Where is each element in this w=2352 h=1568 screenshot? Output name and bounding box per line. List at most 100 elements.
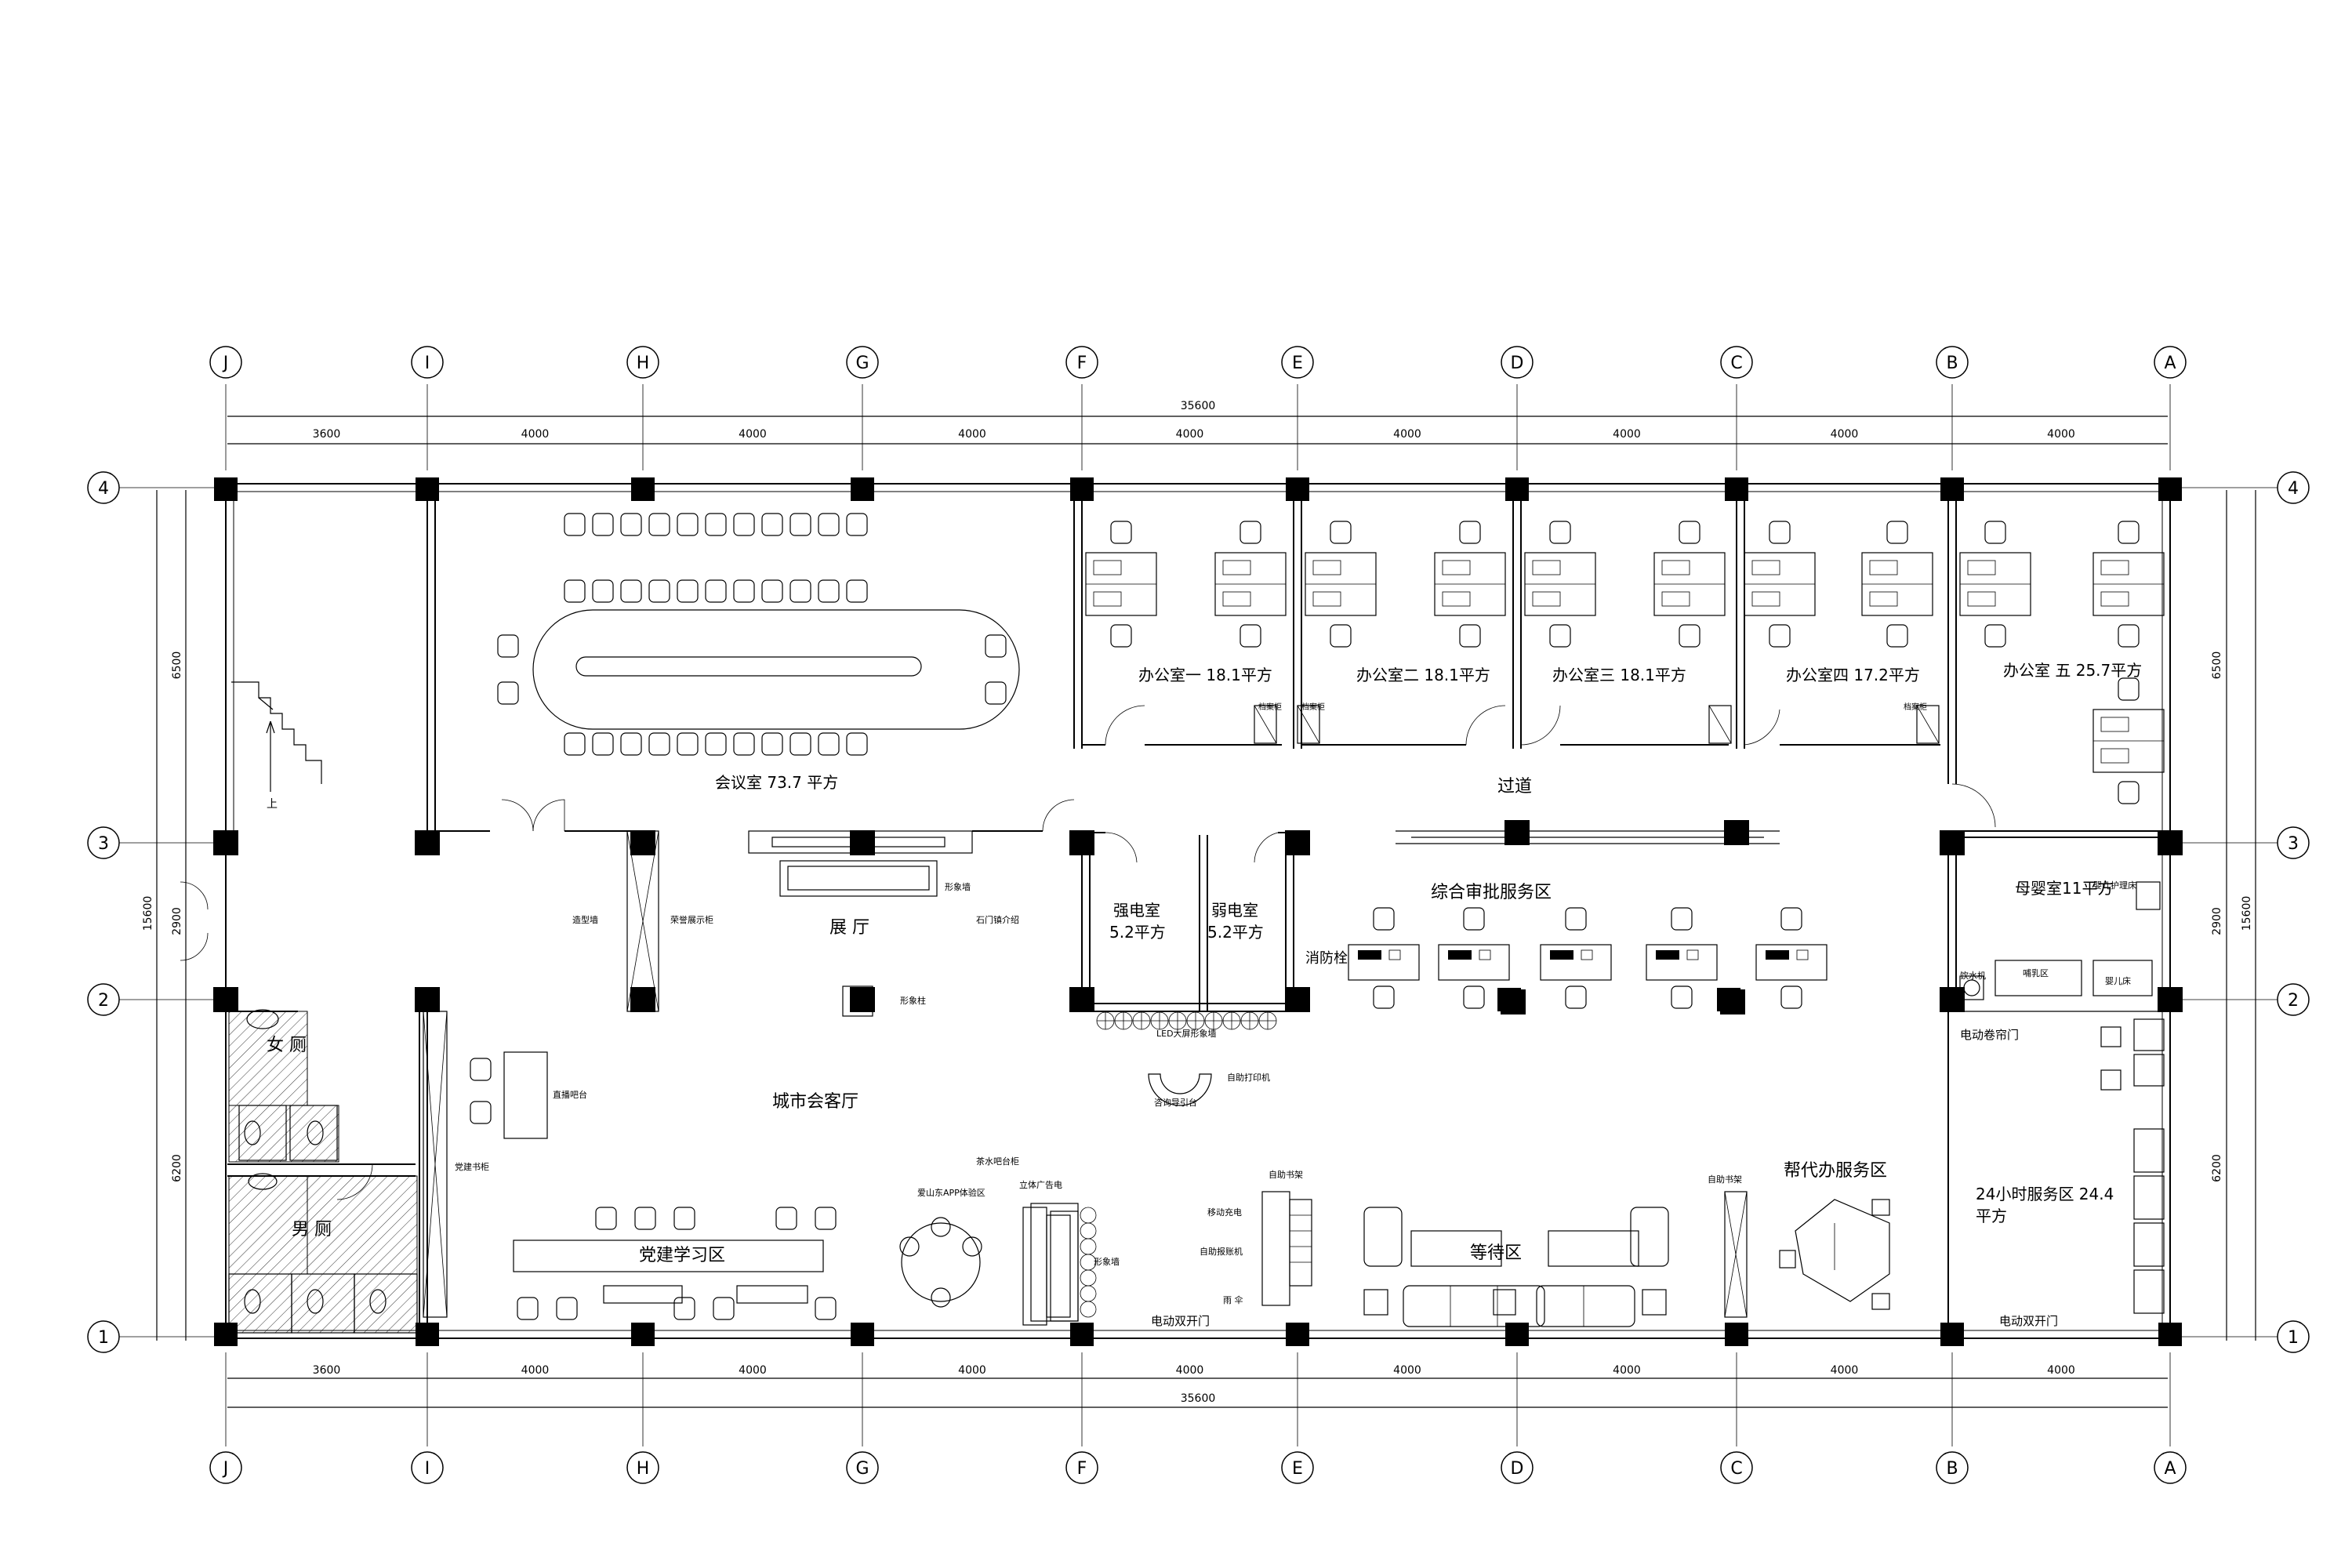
counter-device xyxy=(1686,949,1699,960)
left-dimension-lines xyxy=(156,490,187,1341)
water-label: 饮水机 xyxy=(1960,970,1986,981)
service-counter xyxy=(1540,944,1612,981)
service24-label-line2: 平方 xyxy=(1976,1207,2007,1225)
plant xyxy=(1080,1285,1097,1302)
rolling-door-label: 电动卷帘门 xyxy=(1960,1028,2019,1042)
axis-bubble-2 xyxy=(87,983,120,1016)
self-service-racks xyxy=(1030,1191,1748,1322)
strong-area-label: 5.2平方 xyxy=(1109,923,1166,942)
column xyxy=(1286,1323,1309,1346)
chair xyxy=(592,732,614,756)
led-label: LED大屏形象墙 xyxy=(1156,1028,1217,1039)
model-station-label: 造型墙 xyxy=(572,914,598,925)
chair xyxy=(1330,521,1352,544)
chair xyxy=(733,513,755,536)
column xyxy=(631,1323,655,1346)
dimension-left-span: 2900 xyxy=(171,907,183,935)
chair xyxy=(564,579,586,603)
self-sign-label: 自助报账机 xyxy=(1200,1246,1243,1257)
chair xyxy=(1463,907,1485,931)
chair xyxy=(1780,985,1802,1009)
axis-label-D: D xyxy=(1511,354,1524,373)
axis-label-H: H xyxy=(637,1459,650,1479)
axis-label-4: 4 xyxy=(98,479,109,499)
chair xyxy=(556,1297,578,1320)
dimension-bottom-span: 4000 xyxy=(1176,1364,1204,1377)
app-experience-area xyxy=(899,1207,1071,1326)
service-counter xyxy=(1438,944,1510,981)
column xyxy=(1724,820,1749,845)
column xyxy=(630,987,655,1012)
monitor xyxy=(1967,560,1996,575)
dimension-top-span: 3600 xyxy=(313,428,341,441)
plant xyxy=(1080,1207,1097,1224)
umbrella-label: 雨 伞 xyxy=(1223,1294,1243,1305)
axis-label-1: 1 xyxy=(98,1328,109,1348)
room-labels: 会议室 73.7 平方 办公室一 18.1平方 办公室二 18.1平方 办公室三… xyxy=(267,661,2142,1265)
axis-label-1: 1 xyxy=(2288,1328,2299,1348)
image-station-label: 形象墙 xyxy=(945,881,971,892)
chair xyxy=(634,1207,656,1230)
column xyxy=(1286,477,1309,501)
door-right-label: 电动双开门 xyxy=(1999,1314,2058,1328)
shimen-label: 石门镇介绍 xyxy=(976,914,1019,925)
column xyxy=(1070,477,1094,501)
axis-bubble-H xyxy=(626,1451,659,1484)
monitor xyxy=(2100,717,2129,732)
service-counter xyxy=(1646,944,1718,981)
dimension-bottom-span: 4000 xyxy=(1613,1364,1641,1377)
right-dimension-lines xyxy=(2226,490,2256,1341)
corridor-light-strips xyxy=(1396,830,1780,844)
dimension-bottom-span: 4000 xyxy=(739,1364,767,1377)
top-dimension-lines xyxy=(227,416,2168,445)
monitor xyxy=(1442,560,1471,575)
chair xyxy=(592,579,614,603)
axis-label-D: D xyxy=(1511,1459,1524,1479)
axis-label-A: A xyxy=(2164,1459,2176,1479)
monitor xyxy=(1661,560,1690,575)
chair xyxy=(1330,624,1352,648)
counter-device xyxy=(1388,949,1401,960)
office4-label: 办公室四 17.2平方 xyxy=(1786,666,1920,684)
chair xyxy=(1459,624,1481,648)
archive-label-1: 档案柜 xyxy=(1258,702,1282,712)
archive-cabinet xyxy=(1708,705,1732,744)
chair xyxy=(677,579,699,603)
fire-label: 消防栓 xyxy=(1305,950,1348,967)
monitor xyxy=(1532,560,1561,575)
column xyxy=(1504,820,1530,845)
chair xyxy=(1373,985,1395,1009)
axis-label-3: 3 xyxy=(98,834,109,854)
dimension-top-span: 4000 xyxy=(1176,428,1204,441)
chair xyxy=(592,513,614,536)
chair xyxy=(846,579,868,603)
axis-bubble-3 xyxy=(2277,826,2310,859)
office3-label: 办公室三 18.1平方 xyxy=(1552,666,1686,684)
ad-label: 立体广告电 xyxy=(1019,1179,1062,1190)
monitor xyxy=(1751,560,1780,575)
counter-device xyxy=(1581,949,1593,960)
office5-label: 办公室 五 25.7平方 xyxy=(2003,661,2142,680)
monitor xyxy=(1312,560,1341,575)
column xyxy=(851,477,874,501)
column xyxy=(1505,477,1529,501)
monitor xyxy=(2100,748,2129,764)
chair xyxy=(705,513,727,536)
chair xyxy=(705,579,727,603)
guide-label: 咨询导引台 xyxy=(1154,1097,1197,1108)
column xyxy=(415,987,440,1012)
chair xyxy=(1984,624,2006,648)
dimension-bottom-span: 4000 xyxy=(2047,1364,2075,1377)
chair xyxy=(761,732,783,756)
chair xyxy=(648,732,670,756)
structural-columns xyxy=(213,477,2183,1346)
men-toilet-label: 男 厕 xyxy=(292,1220,332,1240)
chair xyxy=(517,1297,539,1320)
axis-bubble-1 xyxy=(2277,1320,2310,1353)
waiting-area-furniture xyxy=(1363,1207,1669,1327)
chair xyxy=(1671,907,1693,931)
axis-label-I: I xyxy=(425,1459,430,1479)
monitor xyxy=(1532,591,1561,607)
counter-device xyxy=(1796,949,1809,960)
axis-grid-lines xyxy=(119,384,2278,1446)
